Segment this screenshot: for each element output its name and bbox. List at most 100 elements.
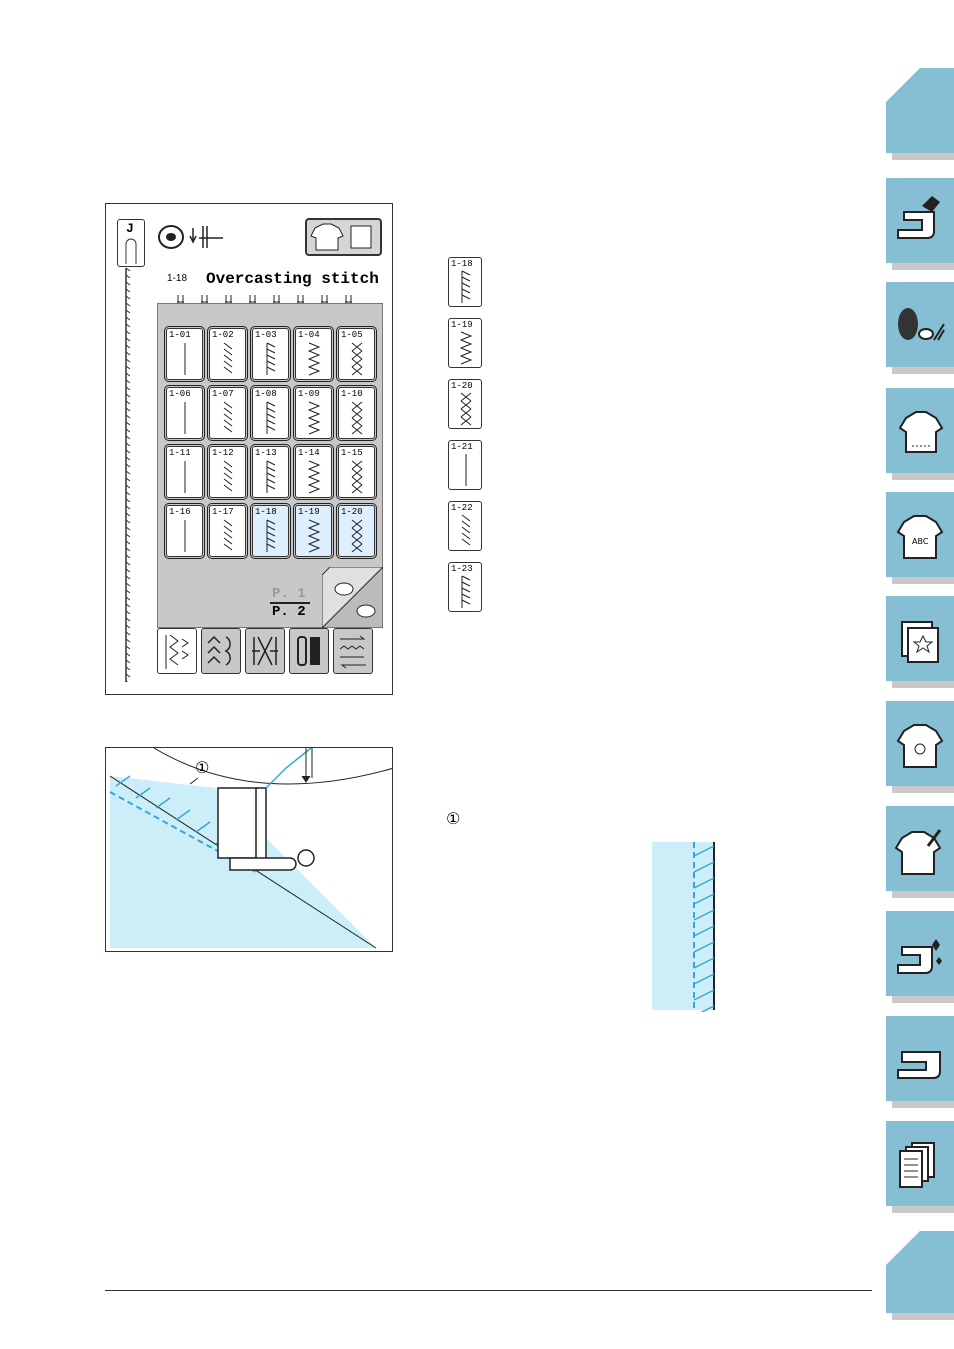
sewing-machine-needle-icon <box>897 196 940 239</box>
stitch-pattern-icon <box>307 519 321 553</box>
stitch-key[interactable]: 1-12 <box>207 444 248 500</box>
sewing-application-button[interactable] <box>305 218 382 256</box>
tshirt-character-icon <box>896 724 944 768</box>
stitch-pattern-icon <box>184 461 186 493</box>
stitch-pattern-icon <box>465 454 467 486</box>
stitch-key-label: 1-01 <box>169 330 191 340</box>
stitch-pattern-icon <box>223 342 233 374</box>
stitch-key[interactable]: 1-01 <box>164 326 205 382</box>
svg-text:ABC: ABC <box>912 537 929 546</box>
fabric-sewing-drawing <box>109 748 392 949</box>
stitch-key[interactable]: 1-17 <box>207 503 248 559</box>
stitch-list-item: 1-18 <box>448 257 482 307</box>
stitch-pattern-icon <box>184 343 186 375</box>
stitch-list-label: 1-19 <box>451 320 473 330</box>
stitch-key-label: 1-05 <box>341 330 363 340</box>
stitch-key[interactable]: 1-20 <box>336 503 377 559</box>
stitch-key[interactable]: 1-02 <box>207 326 248 382</box>
stitch-pattern-icon <box>223 401 233 433</box>
stitch-key-label: 1-20 <box>341 507 363 517</box>
category-tab-combination[interactable] <box>333 628 373 674</box>
overcast-stitch-mark <box>693 845 715 857</box>
stitch-pattern-icon <box>307 460 321 494</box>
presser-foot-letter: J <box>126 221 134 236</box>
stitch-key[interactable]: 1-15 <box>336 444 377 500</box>
stitch-list-label: 1-23 <box>451 564 473 574</box>
stitch-key[interactable]: 1-19 <box>293 503 334 559</box>
utility-stitch-icon <box>165 634 189 669</box>
page-indicator: P. 1 P. 2 <box>266 586 326 620</box>
stitch-pattern-icon <box>266 342 276 375</box>
category-tab-satin[interactable] <box>245 628 285 674</box>
tab-end[interactable] <box>886 1231 954 1320</box>
presser-foot-icon <box>125 238 137 264</box>
stitch-key[interactable]: 1-14 <box>293 444 334 500</box>
presser-foot-indicator: J <box>117 219 145 267</box>
tab-editing[interactable] <box>886 806 954 898</box>
stitch-key[interactable]: 1-06 <box>164 385 205 441</box>
tab-sewing-basics[interactable] <box>886 282 954 374</box>
satin-stitch-icon <box>252 636 278 666</box>
stitch-pattern-icon <box>351 401 363 435</box>
category-tab-decorative[interactable] <box>201 628 241 674</box>
stitch-pattern-icon <box>351 342 363 376</box>
stitch-key-label: 1-16 <box>169 507 191 517</box>
tab-index[interactable] <box>886 1121 954 1213</box>
stitch-key[interactable]: 1-08 <box>250 385 291 441</box>
stitch-key-label: 1-02 <box>212 330 234 340</box>
sewing-machine-icon <box>897 1051 941 1079</box>
stitch-key-label: 1-08 <box>255 389 277 399</box>
overcast-stitch-mark <box>693 877 715 889</box>
overcast-stitch-mark <box>700 1005 715 1012</box>
stitch-pattern-icon <box>460 392 472 426</box>
category-tab-utility[interactable] <box>157 628 197 674</box>
stitch-key[interactable]: 1-05 <box>336 326 377 382</box>
tab-maintenance[interactable] <box>886 911 954 1003</box>
stitch-key[interactable]: 1-09 <box>293 385 334 441</box>
overcast-stitch-mark <box>693 989 715 1001</box>
tab-character-stitches[interactable]: ABC <box>886 492 954 584</box>
stitch-key[interactable]: 1-04 <box>293 326 334 382</box>
stitch-key-label: 1-19 <box>298 507 320 517</box>
stitch-pattern-icon <box>184 402 186 434</box>
finished-seam-illustration <box>652 842 715 1012</box>
stitch-key[interactable]: 1-16 <box>164 503 205 559</box>
stitch-key[interactable]: 1-10 <box>336 385 377 441</box>
tab-getting-ready[interactable] <box>886 178 954 270</box>
overcast-stitch-mark <box>693 893 715 905</box>
stitch-list-item: 1-21 <box>448 440 482 490</box>
decorative-stitch-icon <box>207 635 231 666</box>
tab-appendix[interactable] <box>886 1016 954 1108</box>
stitch-key-label: 1-18 <box>255 507 277 517</box>
stitch-key-label: 1-14 <box>298 448 320 458</box>
overcast-stitch-mark <box>693 941 715 953</box>
stitch-key[interactable]: 1-13 <box>250 444 291 500</box>
stitch-list-item: 1-19 <box>448 318 482 368</box>
tshirt-icon <box>898 411 944 453</box>
stitch-key[interactable]: 1-07 <box>207 385 248 441</box>
tshirt-edit-icon <box>894 829 942 875</box>
combination-stitch-icon <box>339 635 366 669</box>
stitch-key[interactable]: 1-18 <box>250 503 291 559</box>
stitch-key-label: 1-13 <box>255 448 277 458</box>
presser-foot-illustration: ① <box>105 747 393 952</box>
stitch-pattern-icon <box>461 514 471 546</box>
embroidery-frame-icon <box>901 621 939 663</box>
tab-character-design[interactable] <box>886 701 954 793</box>
page-current: P. 1 <box>272 586 306 602</box>
category-tab-buttonhole[interactable] <box>289 628 329 674</box>
tab-intro[interactable] <box>886 68 954 160</box>
documents-icon <box>899 1142 935 1188</box>
tab-utility-stitches[interactable] <box>886 388 954 480</box>
page-flip-button[interactable] <box>322 567 383 628</box>
stitch-key[interactable]: 1-03 <box>250 326 291 382</box>
overcast-stitch-mark <box>693 861 715 873</box>
stitch-pattern-icon <box>307 342 321 376</box>
stitch-key[interactable]: 1-11 <box>164 444 205 500</box>
stitch-list-item: 1-23 <box>448 562 482 612</box>
stitch-list-label: 1-21 <box>451 442 473 452</box>
hand-pointer-icon <box>334 582 376 618</box>
stitch-key-label: 1-11 <box>169 448 191 458</box>
tab-embroidery[interactable] <box>886 596 954 688</box>
stitch-pattern-icon <box>351 519 363 553</box>
